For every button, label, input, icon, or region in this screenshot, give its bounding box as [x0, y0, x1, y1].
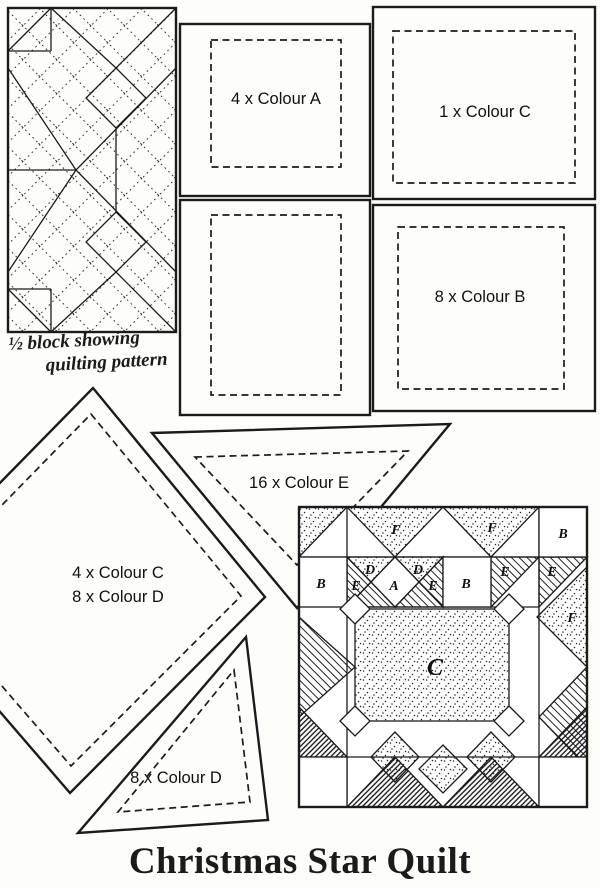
piece-label-a: A — [388, 579, 398, 594]
template-e-label: 16 x Colour E — [249, 474, 349, 492]
template-colour-d: 8 x Colour D — [75, 634, 270, 835]
piece-label-e: E — [546, 565, 556, 580]
piece-label-b: B — [460, 577, 470, 592]
quilting-block-outline — [6, 6, 178, 334]
template-colour-c: 1 x Colour C — [371, 5, 597, 201]
piece-label-d: D — [364, 563, 375, 578]
page-title: Christmas Star Quilt — [128, 841, 472, 882]
piece-label-f: F — [390, 523, 401, 538]
quilting-block-diagram — [6, 6, 178, 334]
template-blank-sewing-line — [210, 214, 342, 396]
block-outline — [297, 505, 589, 809]
piece-label-e: E — [499, 565, 509, 580]
template-c-cutting-line — [371, 5, 597, 201]
template-colour-a: 4 x Colour A — [178, 22, 372, 198]
piece-label-d: D — [412, 563, 423, 578]
template-blank — [178, 198, 372, 417]
block-piece-labels: F F B E E B D D B E A E F C — [315, 521, 577, 681]
template-b-cutting-line — [371, 203, 597, 413]
template-a-cutting-line — [178, 22, 372, 198]
template-cd-label-line1: 4 x Colour C — [72, 564, 164, 582]
quilting-dotted-lines — [8, 8, 176, 332]
piece-label-f: F — [566, 611, 577, 626]
template-b-sewing-line — [397, 226, 565, 390]
piece-label-c: C — [427, 655, 444, 681]
template-c-label: 1 x Colour C — [439, 103, 531, 121]
template-d-sewing-line — [116, 667, 251, 813]
template-cd-label-line2: 8 x Colour D — [72, 588, 164, 606]
block-plain-pieces — [298, 506, 588, 808]
template-a-label: 4 x Colour A — [231, 90, 321, 108]
template-d-cutting-line — [75, 634, 270, 835]
star-block-diagram: F F B E E B D D B E A E F C — [297, 505, 589, 809]
template-a-sewing-line — [210, 39, 342, 168]
template-c-sewing-line — [392, 30, 576, 184]
piece-label-b: B — [315, 577, 325, 592]
piece-label-e: E — [427, 579, 437, 594]
template-colour-b: 8 x Colour B — [371, 203, 597, 413]
template-b-label: 8 x Colour B — [435, 288, 526, 306]
template-cd-sewing-line — [0, 412, 243, 768]
template-cd-cutting-line — [0, 386, 267, 795]
quilting-piecing-seams — [7, 7, 177, 333]
piece-label-e: E — [350, 579, 360, 594]
template-d-label: 8 x Colour D — [130, 769, 222, 787]
template-colour-cd: 4 x Colour C 8 x Colour D — [0, 386, 267, 795]
piece-label-f: F — [486, 521, 497, 536]
template-blank-cutting-line — [178, 198, 372, 417]
piece-label-b: B — [557, 527, 567, 542]
